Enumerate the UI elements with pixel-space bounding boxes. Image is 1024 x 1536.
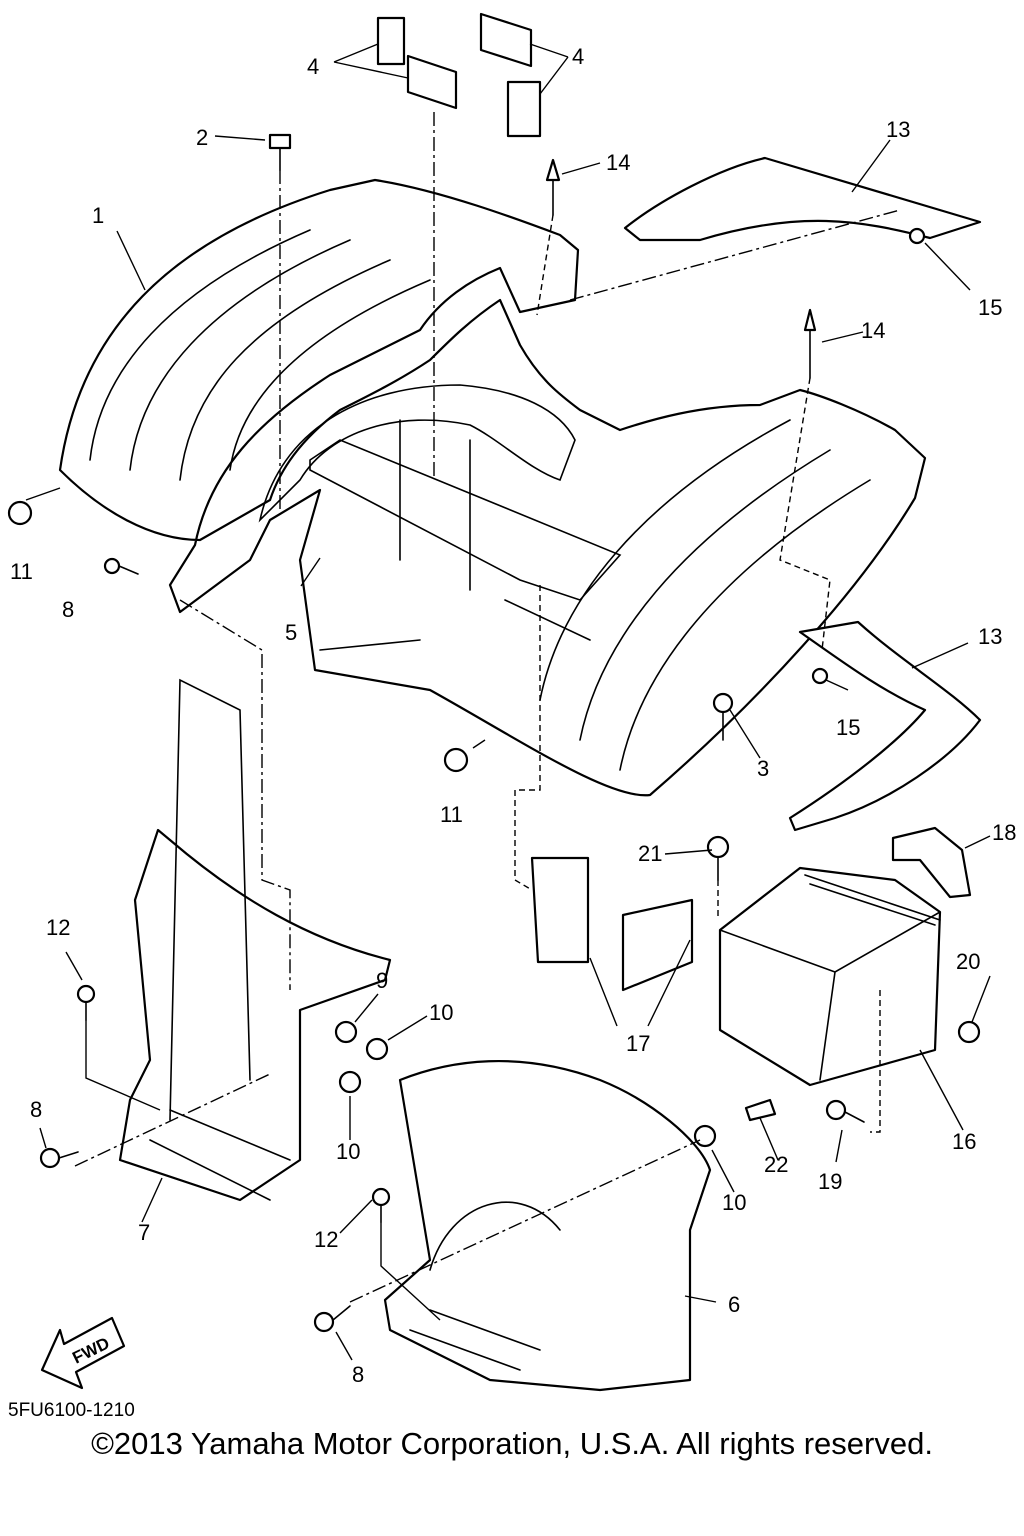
callout-16: 16	[952, 1129, 976, 1154]
callout-13b: 13	[978, 624, 1002, 649]
callout-15a: 15	[978, 295, 1002, 320]
fender-flap-upper	[623, 156, 982, 242]
callout-8b: 8	[30, 1097, 42, 1122]
footrest-right	[383, 1059, 712, 1392]
callout-8c: 8	[352, 1362, 364, 1387]
callout-10c: 10	[722, 1190, 746, 1215]
callout-21: 21	[638, 841, 662, 866]
copyright-notice: ©2013 Yamaha Motor Corporation, U.S.A. A…	[91, 1426, 933, 1461]
cover-plate-large	[621, 898, 694, 992]
pad-set-right	[479, 12, 542, 138]
callout-4a: 4	[307, 54, 319, 79]
pad-set-left	[376, 16, 458, 110]
fender-flap-lower	[788, 620, 982, 832]
callout-4b: 4	[572, 44, 584, 69]
callout-8a: 8	[62, 597, 74, 622]
callout-17: 17	[626, 1031, 650, 1056]
forward-direction-arrow: FWD	[40, 1316, 126, 1390]
fasteners	[7, 133, 981, 1333]
callout-12b: 12	[314, 1227, 338, 1252]
callout-10a: 10	[429, 1000, 453, 1025]
callout-11b: 11	[440, 802, 463, 827]
callout-2: 2	[196, 125, 208, 150]
callout-7: 7	[138, 1220, 150, 1245]
callout-18: 18	[992, 820, 1016, 845]
callout-1: 1	[92, 203, 104, 228]
callout-6: 6	[728, 1292, 740, 1317]
footrest-left	[118, 678, 392, 1202]
callout-11a: 11	[10, 559, 33, 584]
battery-box	[718, 866, 942, 1087]
callout-14a: 14	[606, 150, 630, 175]
diagram-code: 5FU6100-1210	[8, 1400, 135, 1421]
callout-15b: 15	[836, 715, 860, 740]
battery-band-bracket	[891, 826, 972, 899]
callout-3: 3	[757, 756, 769, 781]
callout-12a: 12	[46, 915, 70, 940]
callout-10b: 10	[336, 1139, 360, 1164]
callout-20: 20	[956, 949, 980, 974]
rear-fender	[58, 178, 927, 797]
cover-plate-small	[530, 856, 590, 964]
leader-lines	[25, 43, 991, 1361]
callout-9: 9	[376, 968, 388, 993]
callout-14b: 14	[861, 318, 885, 343]
callout-13a: 13	[886, 117, 910, 142]
callout-19: 19	[818, 1169, 842, 1194]
callout-5: 5	[285, 620, 297, 645]
callout-22: 22	[764, 1152, 788, 1177]
callout-labels: 1 2 3 4 4 5 6 7 8 8 8 9 10 10 10 11 11 1…	[10, 44, 1016, 1387]
